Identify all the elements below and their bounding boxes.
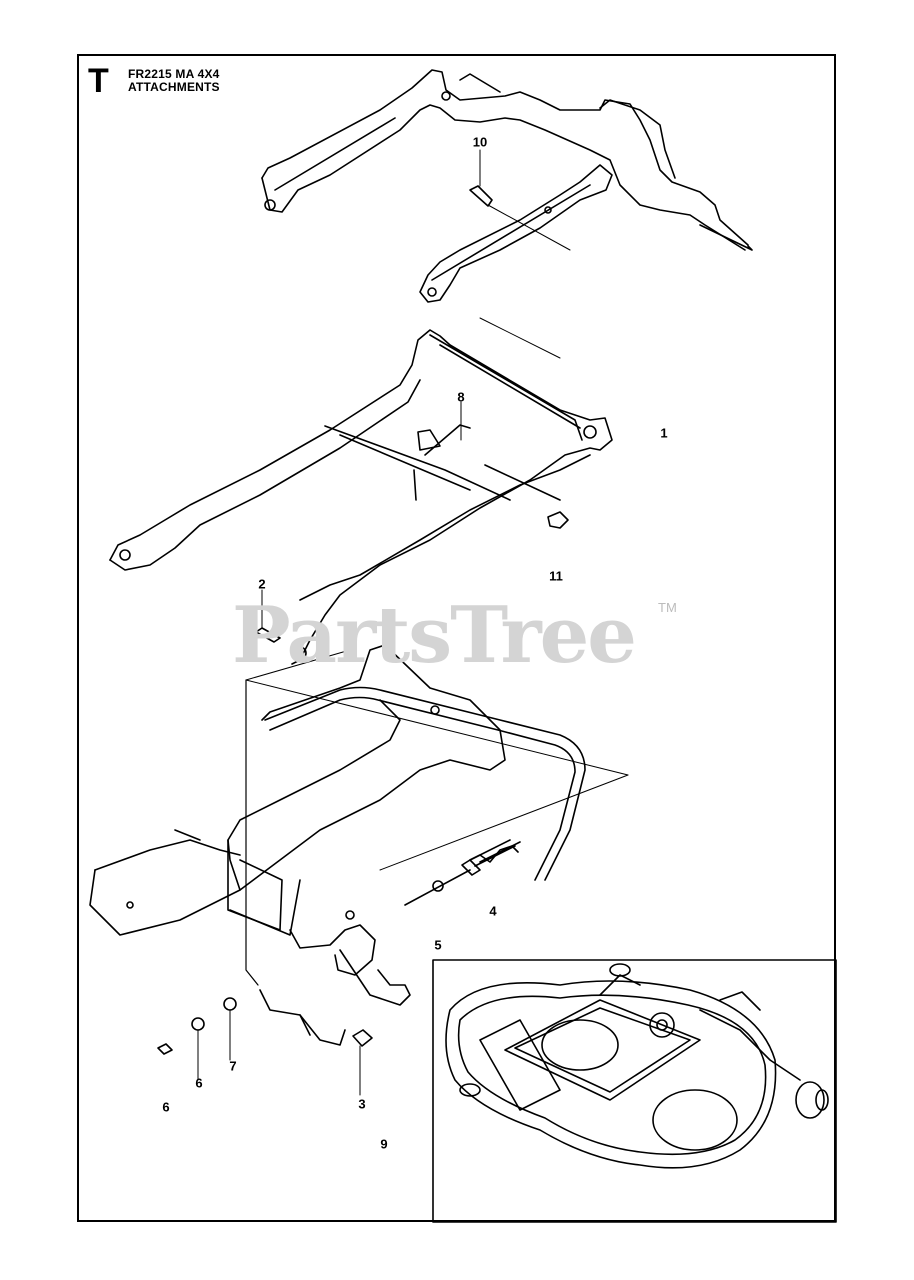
model-name: FR2215 MA 4X4 xyxy=(128,67,220,81)
callout-11: 11 xyxy=(549,568,563,584)
handle-pipe xyxy=(264,686,586,881)
callout-8: 8 xyxy=(457,389,465,405)
spring-part-4 xyxy=(404,839,521,906)
hardware-parts xyxy=(157,149,481,1096)
washer-part-7 xyxy=(223,997,237,1011)
callout-6-washer: 6 xyxy=(195,1075,203,1091)
diagram-frame xyxy=(77,54,836,1222)
callout-10: 10 xyxy=(472,134,488,150)
main-lift-frame xyxy=(109,317,613,665)
pin-part-2 xyxy=(255,627,281,643)
callout-9: 9 xyxy=(380,1136,388,1152)
callout-6-nut: 6 xyxy=(162,1099,170,1115)
inset-frame xyxy=(432,959,837,1223)
section-letter: T xyxy=(88,62,109,100)
callout-7: 7 xyxy=(229,1058,237,1074)
watermark: PartsTree xyxy=(232,590,637,681)
page-title: ATTACHMENTS xyxy=(128,80,220,94)
nut-part-6 xyxy=(157,1043,173,1055)
upper-lift-arm-assembly xyxy=(261,69,753,303)
callout-1: 1 xyxy=(660,425,668,441)
washer-part-6 xyxy=(191,1017,205,1031)
mower-deck-part-5 xyxy=(445,963,829,1169)
callout-3: 3 xyxy=(358,1096,366,1112)
callout-2: 2 xyxy=(258,576,266,592)
trademark-symbol: TM xyxy=(658,600,677,615)
callout-5: 5 xyxy=(434,937,442,953)
nut-part-3 xyxy=(352,1029,373,1047)
deck-mount-bracket xyxy=(89,644,629,1046)
callout-4: 4 xyxy=(489,903,497,919)
